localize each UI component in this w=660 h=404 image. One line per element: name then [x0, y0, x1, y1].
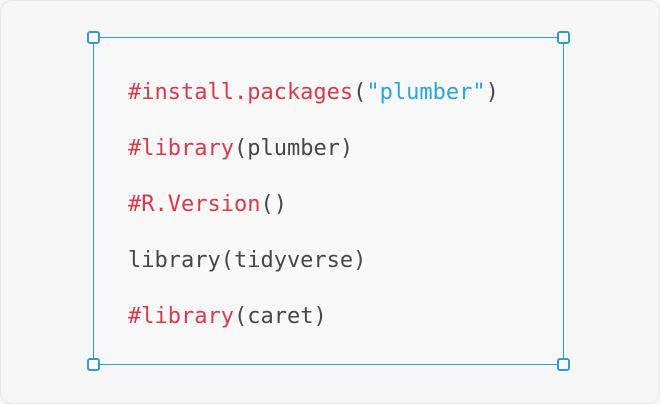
code-token: "plumber"	[366, 80, 486, 105]
code-token: #install.packages	[128, 80, 354, 105]
code-token: (	[353, 80, 367, 105]
code-token: )	[485, 80, 499, 105]
code-line-4: library(tidyverse)	[128, 242, 499, 298]
resize-handle-bottom-right[interactable]	[557, 358, 570, 371]
resize-handle-bottom-left[interactable]	[87, 358, 100, 371]
code-line-1: #install.packages("plumber")	[128, 74, 499, 130]
code-line-2: #library(plumber)	[128, 130, 499, 186]
code-token: (plumber)	[233, 136, 354, 161]
code-token: ()	[260, 192, 287, 217]
code-token: #library	[128, 136, 234, 161]
code-token: (caret)	[233, 304, 327, 329]
code-line-3: #R.Version()	[128, 186, 499, 242]
resize-handle-top-left[interactable]	[87, 31, 100, 44]
code-block[interactable]: #install.packages("plumber") #library(pl…	[128, 74, 499, 354]
code-line-5: #library(caret)	[128, 298, 499, 354]
code-token: library(tidyverse)	[128, 248, 367, 273]
resize-handle-top-right[interactable]	[557, 31, 570, 44]
code-block-selection[interactable]	[93, 37, 564, 365]
code-token: #library	[128, 304, 234, 329]
code-token: #R.Version	[128, 192, 261, 217]
